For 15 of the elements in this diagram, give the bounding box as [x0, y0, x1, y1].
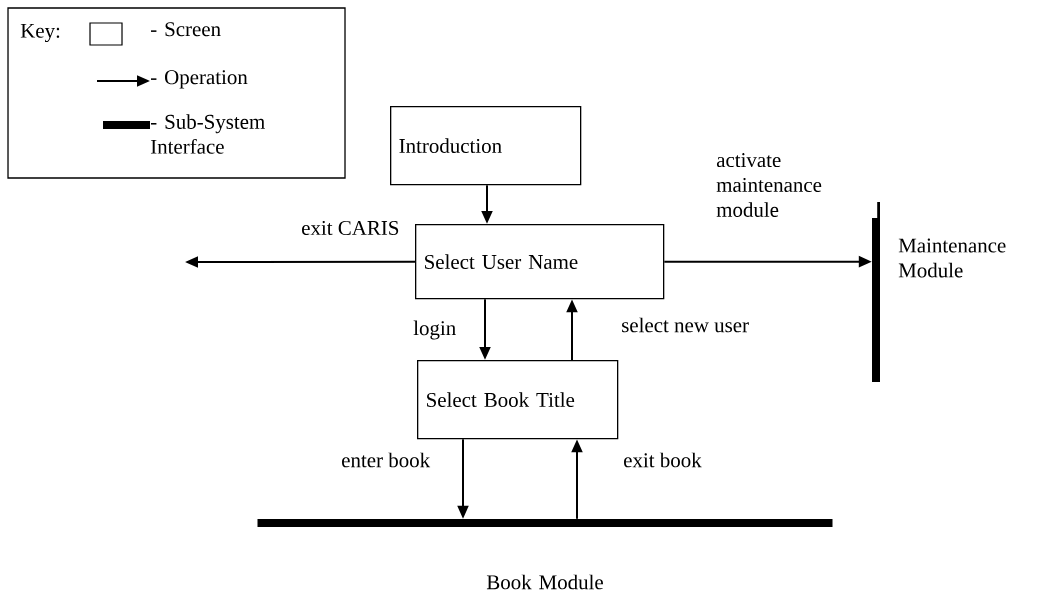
- legend-title: Key:: [20, 23, 60, 43]
- edge-label: activate maintenance module: [715, 152, 878, 218]
- edge-label: select new user: [620, 316, 750, 334]
- legend-text: - Sub-System Interface: [150, 114, 265, 154]
- screen-box: Introduction: [390, 106, 582, 186]
- edge-label: exit CARIS: [300, 219, 401, 237]
- screen-box: Select Book Title: [417, 360, 619, 440]
- screen-box: Select User Name: [415, 224, 665, 300]
- edge-label: login: [412, 319, 458, 341]
- legend-text: - Operation: [151, 70, 248, 89]
- interface-label: Maintenance Module: [898, 238, 1006, 278]
- edge-label: exit book: [622, 451, 703, 469]
- interface-label: Book Module: [486, 574, 603, 590]
- edge-label: enter book: [340, 451, 432, 469]
- legend-text: - Screen: [151, 22, 221, 37]
